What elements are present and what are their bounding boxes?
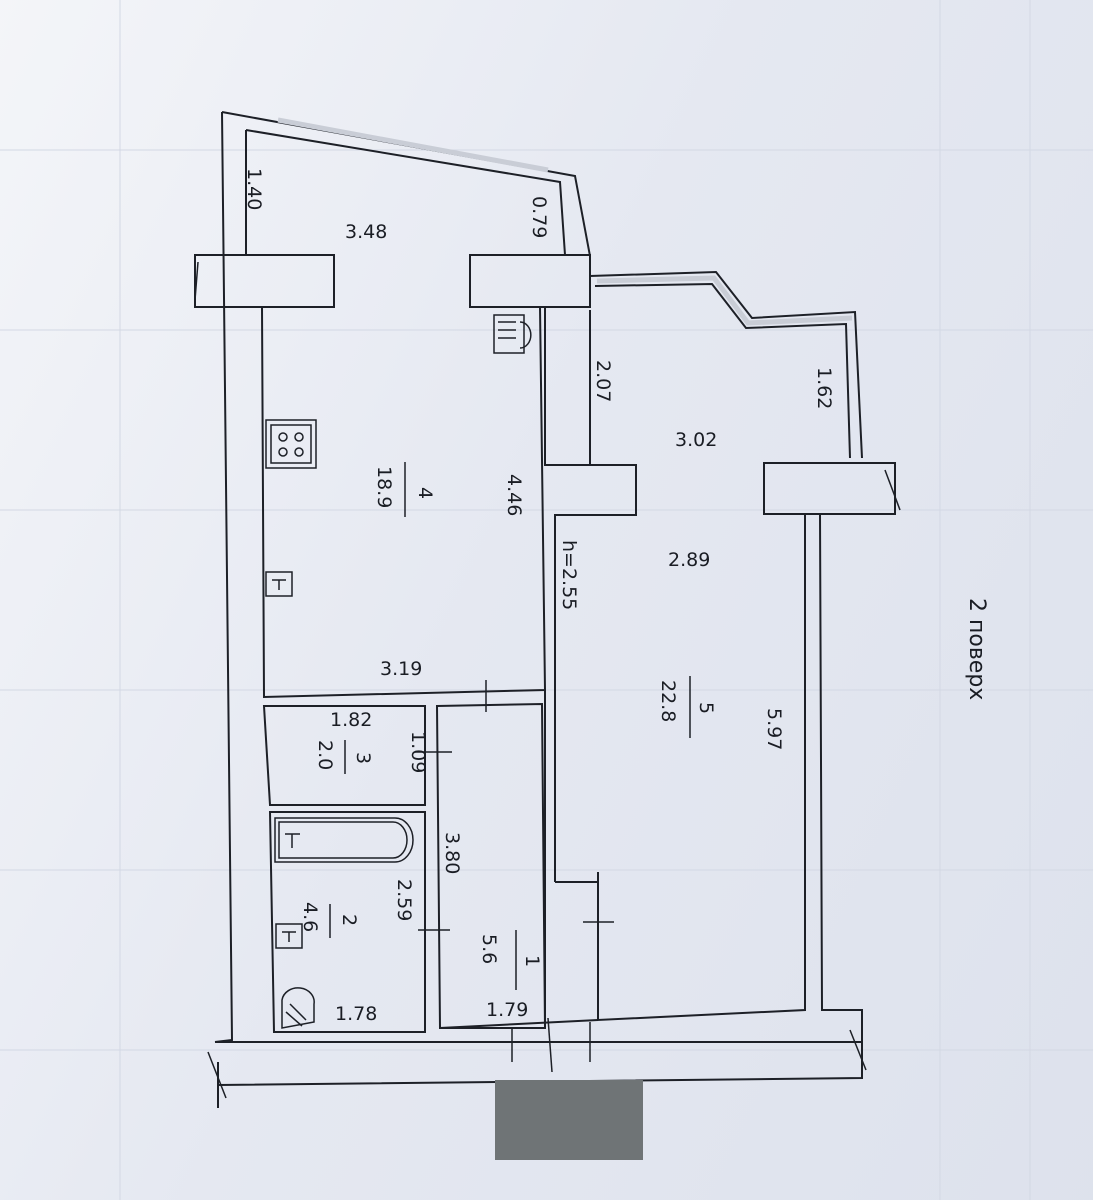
room-1-area: 5.6 [478, 934, 500, 964]
washbasin-icon [275, 923, 303, 949]
room-3-area: 2.0 [314, 740, 336, 770]
redacted-stamp [495, 1080, 643, 1160]
outer-walls [194, 111, 896, 1108]
dim-toilet-depth: 1.09 [407, 731, 429, 773]
stove-icon [265, 419, 317, 469]
dim-balcony-end: 0.79 [528, 196, 550, 238]
dim-hall-width: 1.79 [486, 999, 528, 1021]
dim-bay-depth-left: 2.07 [592, 360, 614, 402]
bathtub-icon [274, 817, 414, 863]
kitchen-sink-icon [265, 571, 293, 597]
dim-kitchen-width: 3.19 [380, 658, 422, 680]
room-2-number: 2 [338, 914, 360, 926]
room-4-number: 4 [414, 487, 436, 499]
ceiling-height: h=2.55 [558, 540, 580, 610]
dim-kitchen-length: 4.46 [503, 474, 525, 516]
dim-bay-width: 3.02 [675, 429, 717, 451]
dim-hall-length: 3.80 [441, 832, 463, 874]
dim-balcony-width: 3.48 [345, 221, 387, 243]
room-3-number: 3 [352, 752, 374, 764]
dim-bath-length: 2.59 [393, 879, 415, 921]
room-2-area: 4.6 [299, 902, 321, 932]
dim-toilet-width: 1.82 [330, 709, 372, 731]
room-4-area: 18.9 [373, 466, 395, 508]
room-5-area: 22.8 [657, 680, 679, 722]
toilet-icon [281, 987, 315, 1029]
inner-walls [261, 306, 637, 1033]
floor-label: 2 поверх [964, 598, 989, 700]
room-5-number: 5 [695, 702, 717, 714]
dim-room5-width: 2.89 [668, 549, 710, 571]
dim-bath-width: 1.78 [335, 1003, 377, 1025]
dim-room5-length: 5.97 [763, 708, 785, 750]
dim-balcony-depth: 1.40 [243, 168, 265, 210]
boiler-icon [493, 314, 532, 354]
door-marks [194, 117, 901, 1099]
dim-bay-depth-right: 1.62 [813, 367, 835, 409]
room-1-number: 1 [521, 955, 543, 967]
